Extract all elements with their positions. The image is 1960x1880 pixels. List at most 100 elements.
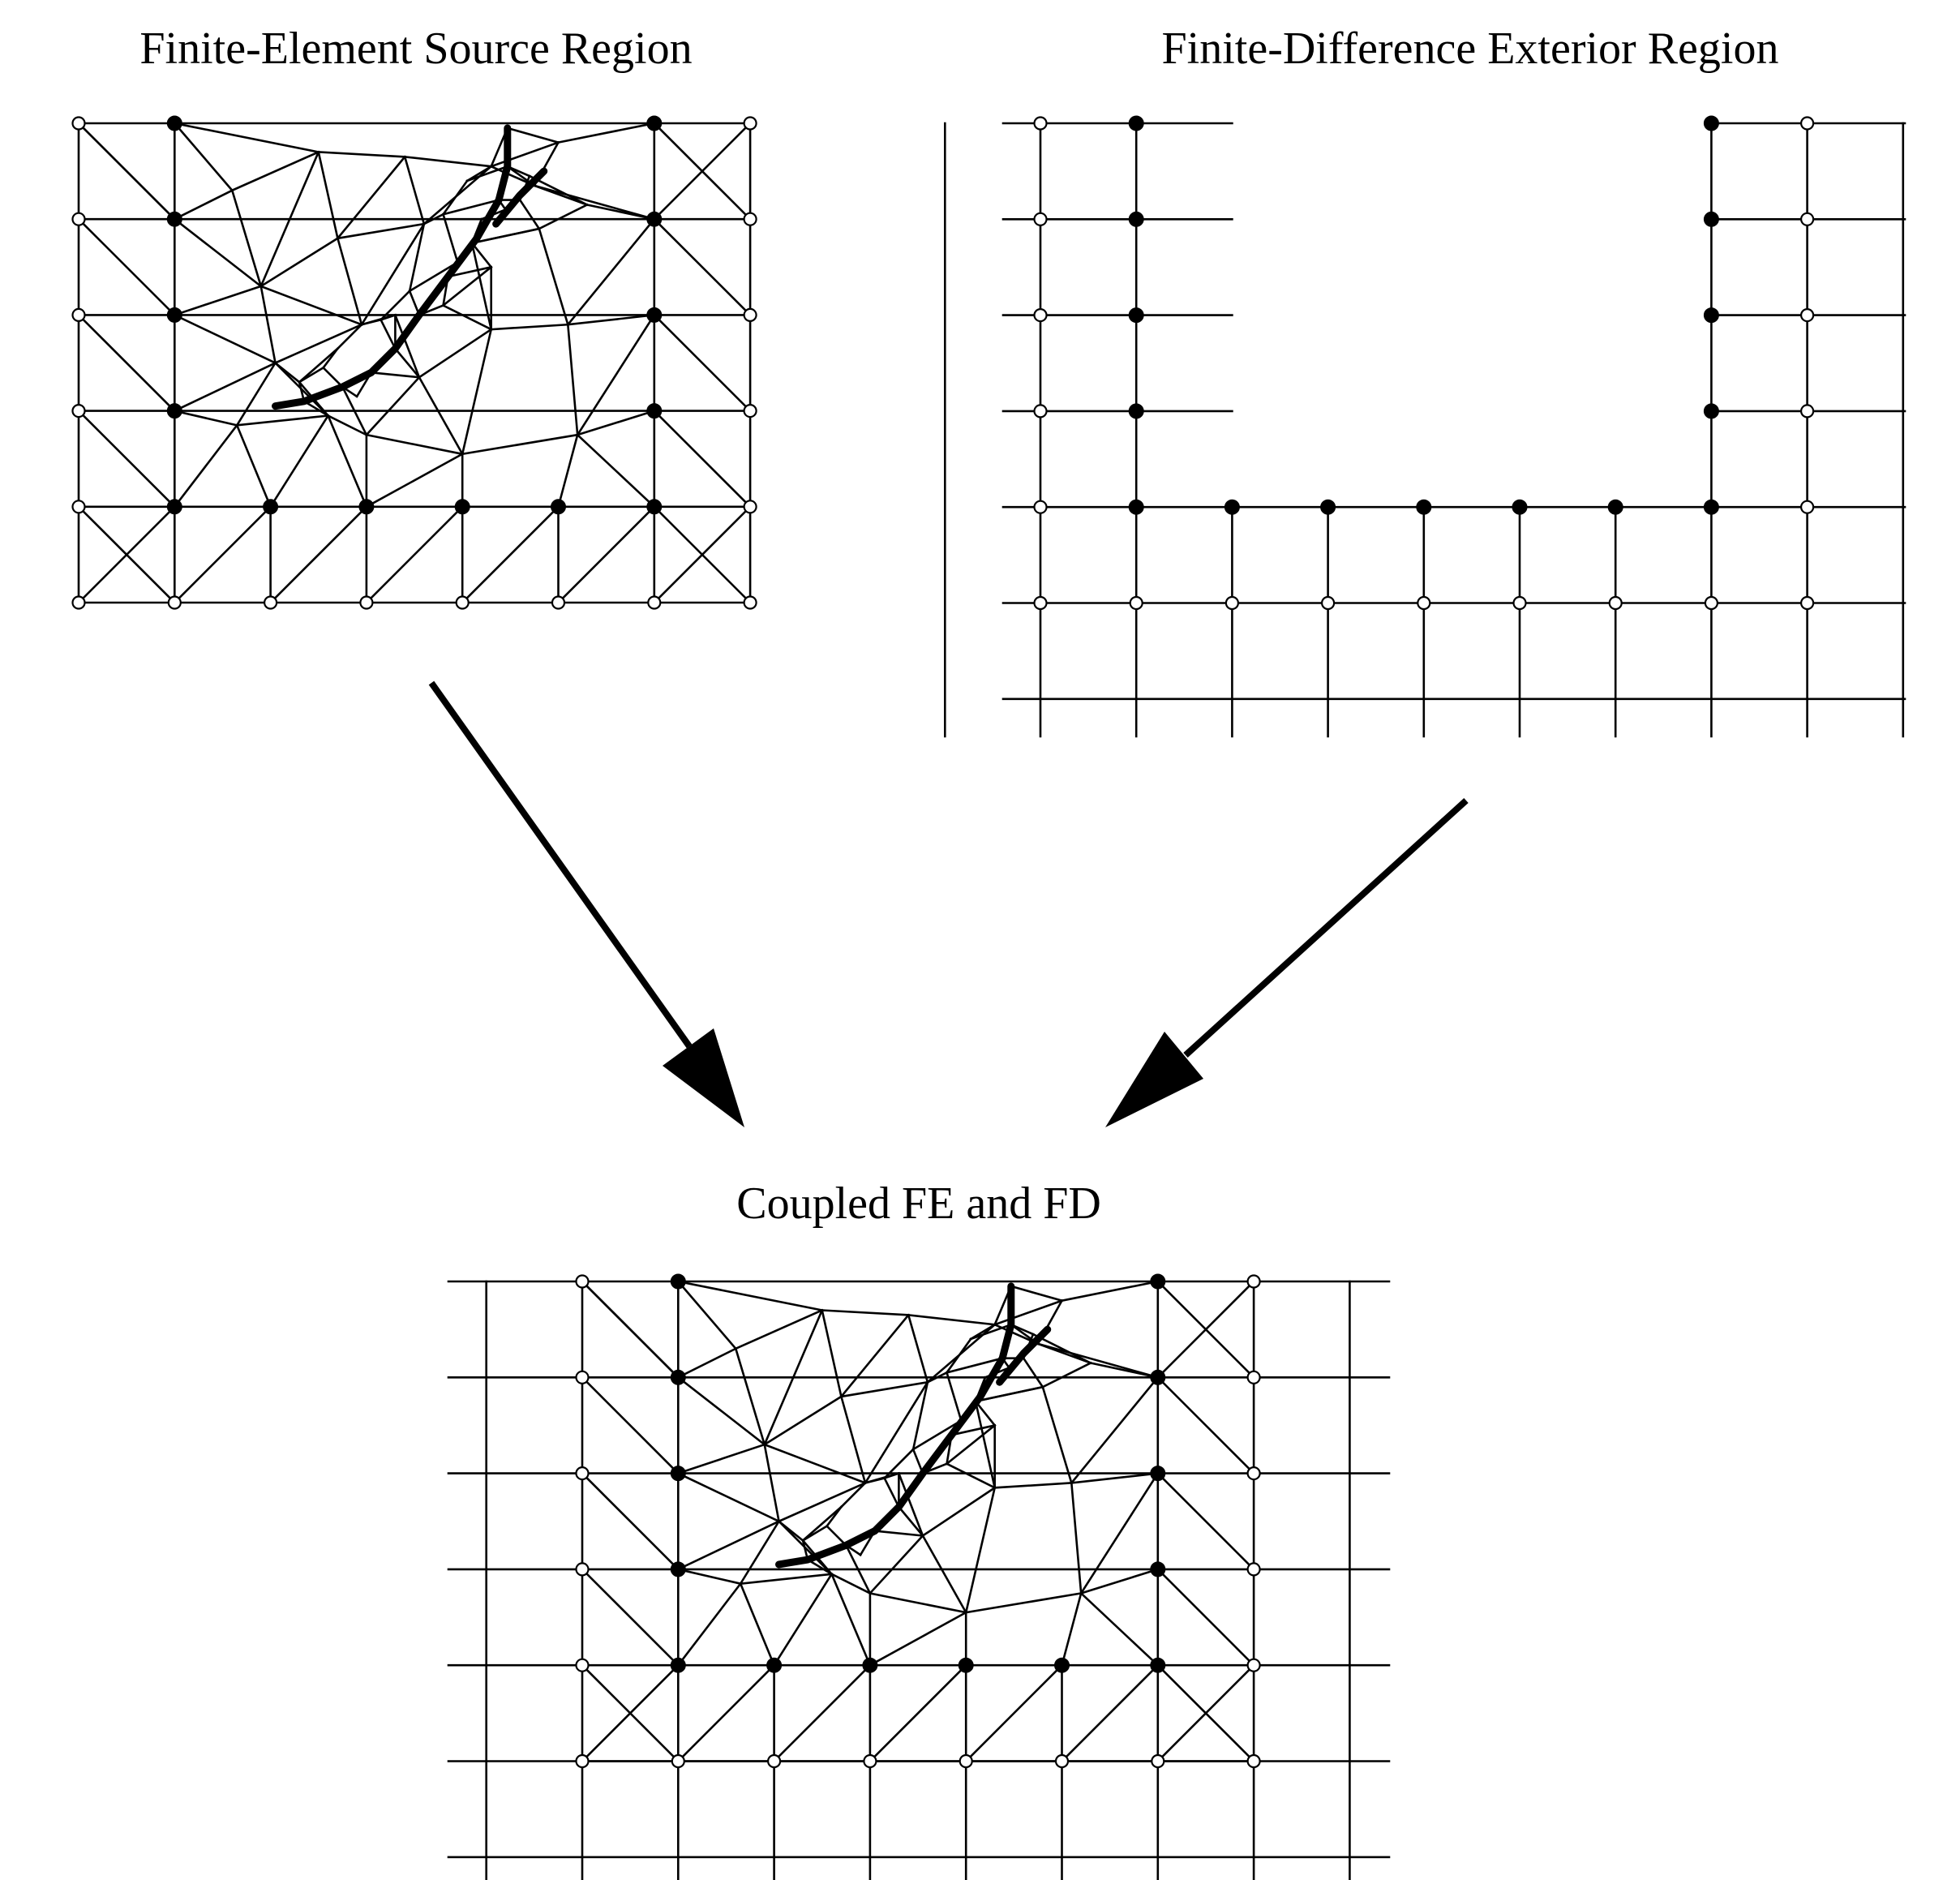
fe-mesh-edge bbox=[1156, 1568, 1255, 1668]
fe-mesh-edge bbox=[341, 385, 368, 436]
fe-mesh-edge bbox=[825, 1524, 848, 1547]
overlap-node bbox=[766, 1753, 782, 1769]
overlap-node bbox=[71, 116, 86, 131]
interface-node bbox=[646, 403, 663, 419]
fe-mesh-edge bbox=[321, 346, 340, 370]
fe-mesh-edge bbox=[566, 323, 579, 436]
fe-mesh-edge bbox=[173, 188, 234, 221]
fault-branch bbox=[492, 167, 548, 228]
fe-mesh-edge bbox=[77, 217, 177, 317]
interface-node bbox=[670, 1561, 686, 1577]
interface-node bbox=[670, 1273, 686, 1290]
arrow-fd-to-coupled bbox=[1105, 798, 1469, 1127]
fe-mesh-edge bbox=[235, 414, 330, 427]
fe-mesh-edge bbox=[365, 376, 421, 436]
fe-mesh-edge bbox=[676, 1376, 766, 1446]
fe-mesh-edge bbox=[1156, 1663, 1255, 1763]
overlap-node bbox=[1054, 1753, 1070, 1769]
overlap-node bbox=[743, 404, 757, 418]
interface-node bbox=[1150, 1273, 1166, 1290]
interface-node bbox=[358, 499, 375, 515]
fe-mesh-edge bbox=[77, 122, 177, 221]
fe-mesh-edge bbox=[821, 1308, 843, 1398]
fe-mesh-edge bbox=[173, 361, 277, 413]
fe-mesh-edge bbox=[676, 1568, 742, 1586]
overlap-node bbox=[1800, 595, 1815, 611]
fe-mesh-edge bbox=[379, 318, 397, 350]
fe-mesh-edge bbox=[173, 122, 234, 192]
fe-mesh-edge bbox=[1156, 1376, 1255, 1475]
overlap-node bbox=[1800, 308, 1815, 323]
fe-mesh-edge bbox=[408, 222, 426, 293]
fe-mesh-edge bbox=[1022, 1356, 1044, 1389]
overlap-node bbox=[1129, 595, 1143, 611]
interface-node bbox=[1128, 307, 1144, 324]
overlap-node bbox=[167, 595, 182, 610]
fe-mesh-edge bbox=[566, 217, 656, 327]
fe-mesh-edge bbox=[1060, 1591, 1083, 1667]
fe-mesh-edge bbox=[864, 1380, 929, 1485]
fe-mesh-edge bbox=[317, 150, 339, 240]
fe-mesh-edge bbox=[777, 1481, 867, 1523]
interface-node bbox=[1150, 1561, 1166, 1577]
fe-mesh-edge bbox=[839, 1380, 929, 1398]
fe-mesh-edge bbox=[326, 414, 368, 509]
fault-trace bbox=[272, 124, 512, 410]
interface-node bbox=[862, 1657, 878, 1673]
fault-branch bbox=[996, 1325, 1052, 1386]
fe-mesh-edge bbox=[1070, 1482, 1083, 1595]
fe-mesh-edge bbox=[911, 1419, 963, 1451]
coupled-mesh-panel bbox=[447, 1273, 1391, 1880]
fe-mesh-edge bbox=[1060, 1280, 1160, 1303]
fe-mesh-edge bbox=[230, 189, 263, 288]
fe-mesh-edge bbox=[734, 1347, 766, 1446]
fe-mesh-edge bbox=[408, 260, 460, 293]
fe-mesh-edge bbox=[801, 1505, 843, 1543]
fe-mesh-edge bbox=[907, 1313, 929, 1384]
fe-mesh-edge bbox=[393, 346, 421, 380]
overlap-node bbox=[575, 1466, 590, 1481]
fe-mesh-edge bbox=[945, 1423, 997, 1466]
fe-mesh-edge bbox=[839, 1395, 867, 1485]
fe-mesh-edge bbox=[336, 323, 363, 350]
fe-mesh-edge bbox=[945, 1337, 972, 1375]
overlap-node bbox=[71, 404, 86, 418]
fe-mesh-edge bbox=[945, 1462, 997, 1490]
fault-trace bbox=[775, 1282, 1015, 1569]
fe-mesh-edge bbox=[897, 1471, 924, 1538]
fd-grid-panel bbox=[944, 115, 1906, 738]
arrow-fe-to-coupled bbox=[428, 680, 744, 1127]
fe-mesh-edge bbox=[268, 504, 368, 604]
fe-mesh-edge bbox=[576, 433, 656, 509]
fe-mesh-edge bbox=[652, 409, 752, 509]
overlap-node bbox=[1224, 595, 1240, 611]
fe-mesh-edge bbox=[298, 366, 325, 384]
fe-mesh-edge bbox=[868, 1663, 968, 1763]
fe-mesh-edge bbox=[173, 313, 277, 365]
fe-mesh-edge bbox=[470, 242, 493, 331]
fe-mesh-edge bbox=[441, 265, 493, 307]
interface-node bbox=[1703, 211, 1719, 227]
fe-mesh-edge bbox=[268, 414, 330, 509]
fe-mesh-edge bbox=[652, 217, 752, 317]
fe-mesh-edge bbox=[950, 1423, 997, 1436]
fe-mesh-edge bbox=[556, 122, 656, 144]
fe-mesh-edge bbox=[556, 504, 656, 604]
fe-mesh-edge bbox=[945, 1357, 1004, 1374]
fe-mesh-panel bbox=[71, 115, 757, 610]
fe-mesh-edge bbox=[652, 313, 752, 413]
overlap-node bbox=[743, 595, 757, 610]
overlap-node bbox=[71, 500, 86, 514]
fe-mesh-edge bbox=[317, 151, 406, 158]
overlap-node bbox=[1800, 116, 1815, 131]
fe-mesh-edge bbox=[408, 290, 421, 317]
fe-mesh-edge bbox=[393, 313, 421, 379]
fe-mesh-edge bbox=[379, 290, 411, 322]
fe-mesh-edge bbox=[326, 414, 368, 436]
fe-mesh-edge bbox=[839, 1313, 911, 1398]
fe-mesh-edge bbox=[235, 361, 277, 427]
overlap-node bbox=[575, 1753, 590, 1769]
fe-mesh-edge bbox=[1070, 1376, 1160, 1485]
fe-mesh-edge bbox=[734, 1308, 824, 1350]
